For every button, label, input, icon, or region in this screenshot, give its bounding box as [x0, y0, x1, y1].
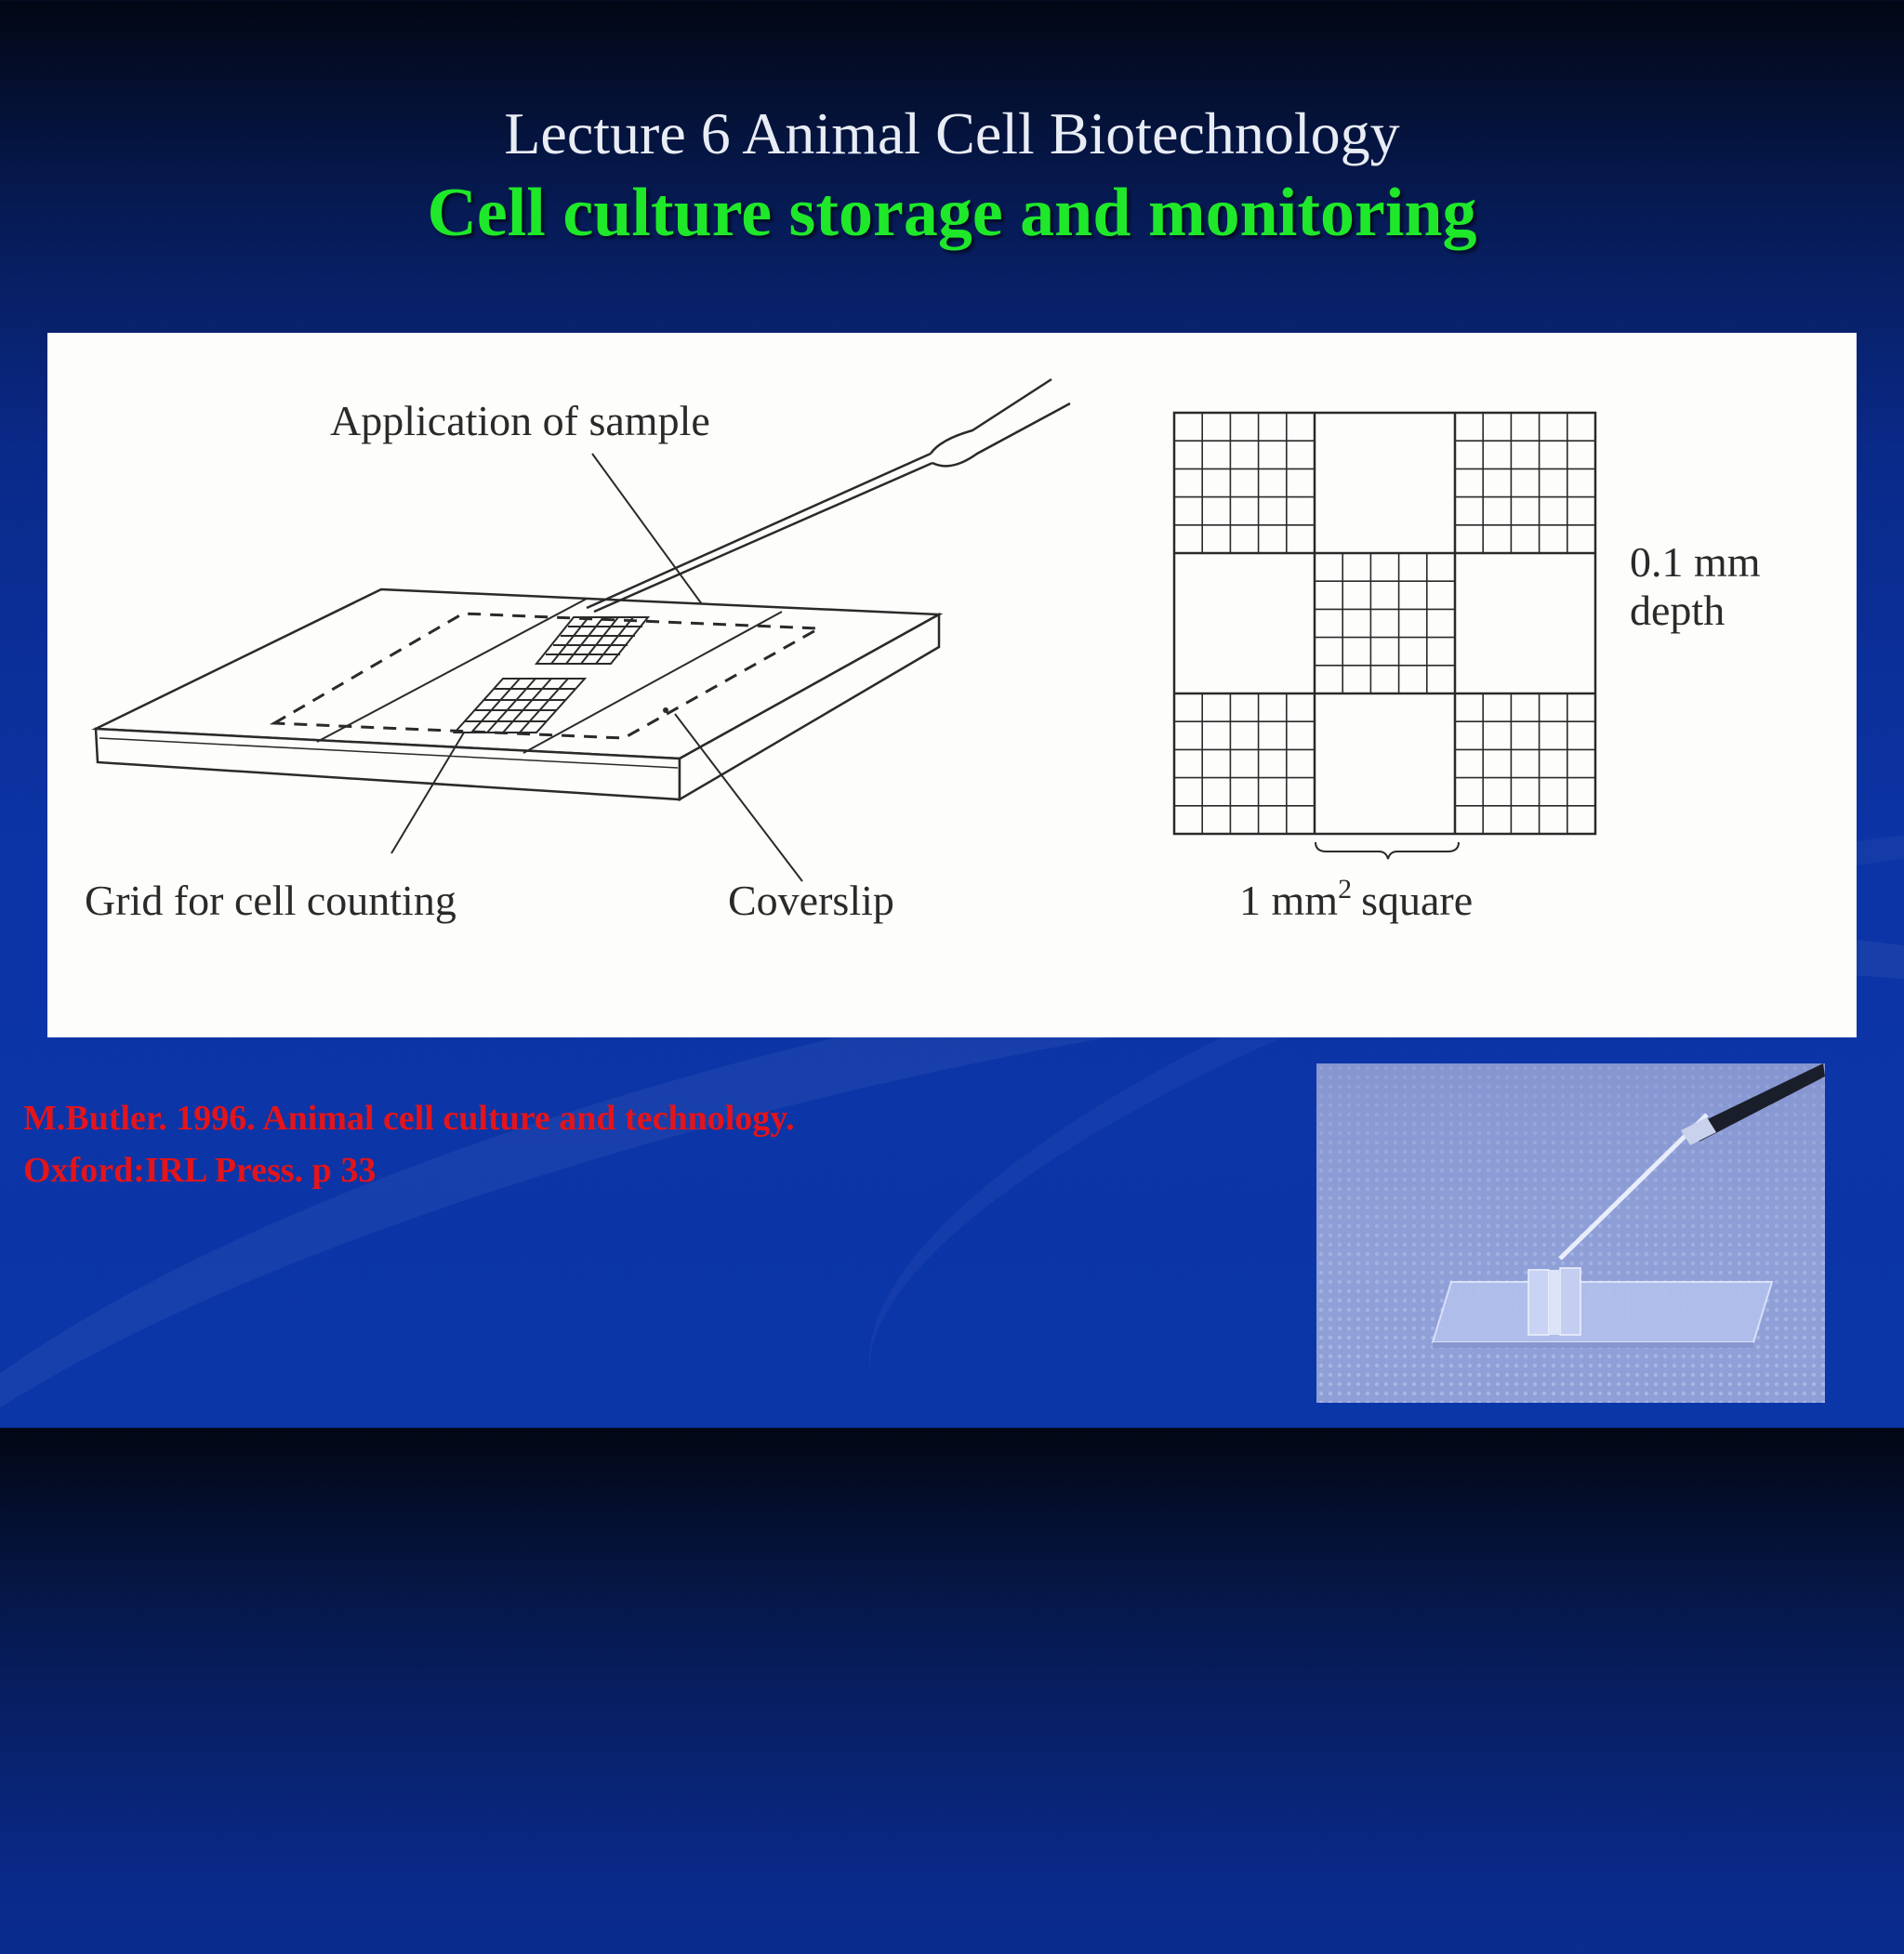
citation: M.Butler. 1996. Animal cell culture and …	[23, 1092, 1046, 1196]
channel-lines	[316, 598, 783, 754]
photo-pipette	[1558, 1063, 1825, 1261]
leader-lines	[390, 453, 803, 882]
label-coverslip: Coverslip	[728, 877, 894, 924]
slide-subtitle: Cell culture storage and monitoring	[427, 175, 1477, 251]
pipette	[586, 377, 1071, 614]
photo-glass-slide	[1431, 1267, 1774, 1348]
slide-block	[91, 588, 944, 802]
chamber-outline	[1172, 411, 1597, 836]
counting-grid-upper	[534, 616, 651, 665]
hemocytometer-diagram: Application of sample Grid for cell coun…	[47, 333, 1857, 1037]
slide-title: Lecture 6 Animal Cell Biotechnology	[504, 100, 1400, 166]
counting-grid-lower	[452, 678, 588, 733]
citation-line-1: M.Butler. 1996. Animal cell culture and …	[23, 1099, 795, 1138]
hemocytometer-photo	[1316, 1063, 1825, 1403]
citation-line-2: Oxford:IRL Press. p 33	[23, 1151, 377, 1190]
photo-illustration	[1316, 1063, 1825, 1403]
counting-chamber-grid	[1172, 411, 1597, 836]
label-grid-for-cell-counting: Grid for cell counting	[85, 877, 456, 924]
diagram-svg: Application of sample Grid for cell coun…	[85, 377, 1761, 924]
label-application-of-sample: Application of sample	[330, 397, 710, 444]
label-square-suffix: square	[1361, 877, 1473, 924]
label-depth-word: depth	[1630, 587, 1725, 634]
square-bracket	[1315, 841, 1460, 860]
label-square-prefix: 1 mm	[1239, 877, 1338, 924]
label-square: 1 mm2 square	[1239, 874, 1473, 924]
label-depth-value: 0.1 mm	[1630, 538, 1761, 586]
label-square-exponent: 2	[1338, 874, 1352, 904]
coverslip-marker	[663, 707, 668, 713]
